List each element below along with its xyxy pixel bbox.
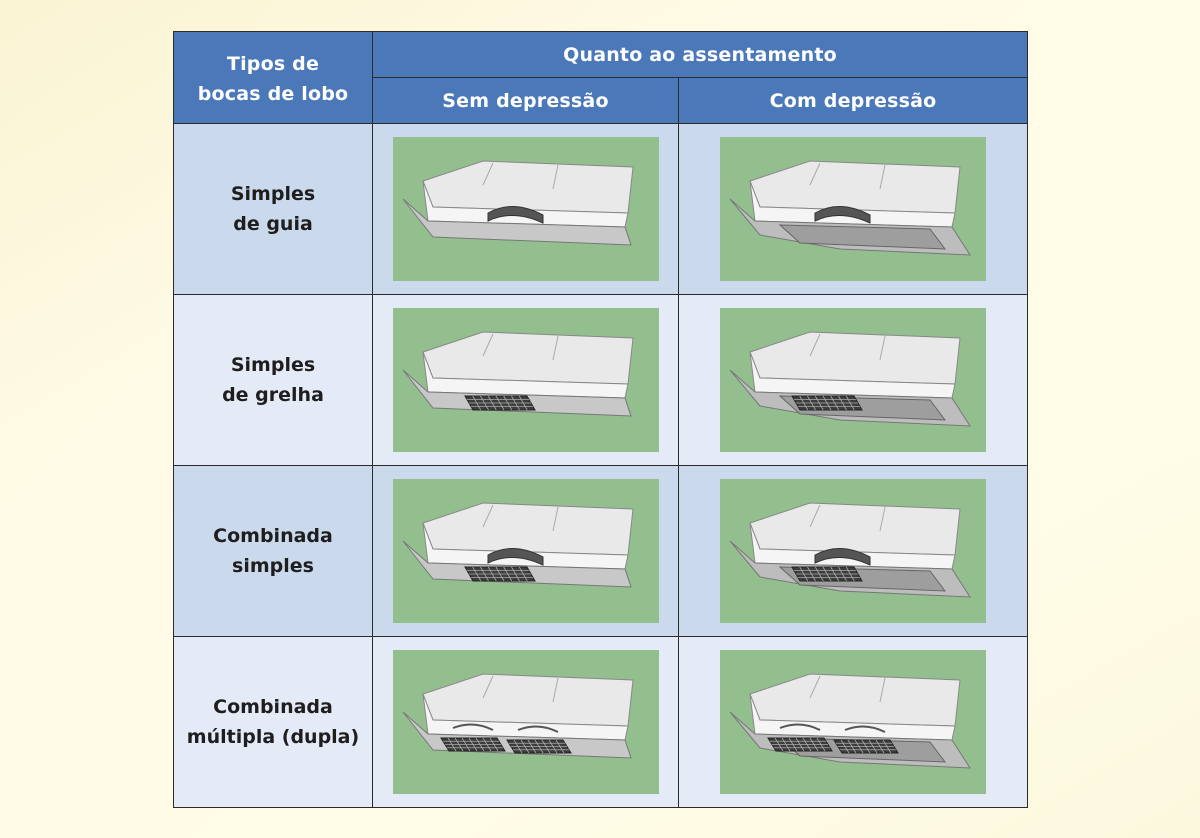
row-label-line1: Combinada <box>213 696 333 718</box>
table-row: Simples de guia <box>173 123 1028 295</box>
multiple-inlet-illustration <box>392 650 659 794</box>
header-inlet-types-line1: Tipos de <box>226 52 320 75</box>
grate-inlet-illustration <box>392 308 659 452</box>
inlet-drawing <box>402 160 634 246</box>
inlet-drawing <box>729 160 971 256</box>
inlet-drawing <box>729 331 971 427</box>
row-label-line2: de guia <box>233 213 313 235</box>
cell-with-depression <box>678 294 1028 466</box>
row-label: Combinada múltipla (dupla) <box>173 636 373 808</box>
row-label-line2: simples <box>232 555 314 577</box>
inlet-drawing <box>402 502 634 588</box>
header-inlet-types-line2: bocas de lobo <box>197 82 349 105</box>
cell-without-depression <box>372 294 679 466</box>
row-label: Simples de grelha <box>173 294 373 466</box>
inlet-types-table: Tipos de bocas de lobo Quanto ao assenta… <box>173 31 1028 808</box>
row-label-line1: Simples <box>230 354 316 376</box>
table-row: Combinada múltipla (dupla) <box>173 636 1028 808</box>
header-without-depression: Sem depressão <box>372 77 679 124</box>
cell-without-depression <box>372 636 679 808</box>
curb-inlet-illustration <box>392 137 659 281</box>
curb-inlet-depressed-illustration <box>720 137 986 281</box>
inlet-drawing <box>402 673 634 759</box>
grate-inlet-depressed-illustration <box>720 308 986 452</box>
cell-with-depression <box>678 636 1028 808</box>
row-label-line1: Simples <box>230 183 316 205</box>
table-row: Combinada simples <box>173 465 1028 637</box>
row-label: Combinada simples <box>173 465 373 637</box>
inlet-drawing <box>729 673 971 769</box>
cell-with-depression <box>678 465 1028 637</box>
cell-without-depression <box>372 465 679 637</box>
table-row: Simples de grelha <box>173 294 1028 466</box>
header-placement-group: Quanto ao assentamento <box>372 31 1028 78</box>
header-with-depression: Com depressão <box>678 77 1028 124</box>
inlet-drawing <box>402 331 634 417</box>
multiple-inlet-depressed-illustration <box>720 650 986 794</box>
inlet-drawing <box>729 502 971 598</box>
row-label-line1: Combinada <box>213 525 333 547</box>
row-label-line2: múltipla (dupla) <box>186 726 360 748</box>
cell-with-depression <box>678 123 1028 295</box>
header-inlet-types: Tipos de bocas de lobo <box>173 31 373 124</box>
combined-inlet-depressed-illustration <box>720 479 986 623</box>
row-label-line2: de grelha <box>222 384 324 406</box>
cell-without-depression <box>372 123 679 295</box>
row-label: Simples de guia <box>173 123 373 295</box>
combined-inlet-illustration <box>392 479 659 623</box>
